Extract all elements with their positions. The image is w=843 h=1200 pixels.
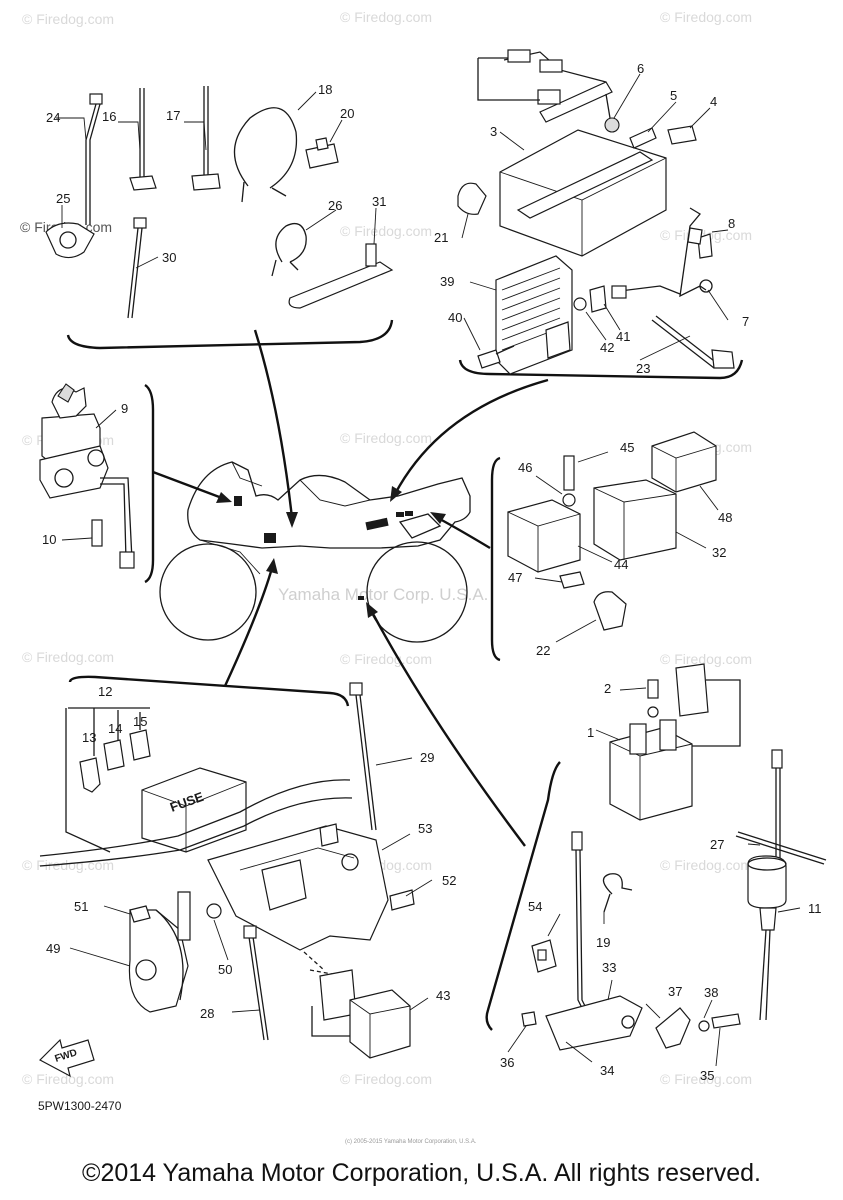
callout-43: 43 bbox=[436, 988, 450, 1003]
callout-10: 10 bbox=[42, 532, 56, 547]
watermark: © Firedog.com bbox=[22, 11, 114, 27]
callout-17: 17 bbox=[166, 108, 180, 123]
callout-30: 30 bbox=[162, 250, 176, 265]
watermark: © Firedog.com bbox=[660, 9, 752, 25]
callout-27: 27 bbox=[710, 837, 724, 852]
callout-22: 22 bbox=[536, 643, 550, 658]
callout-7: 7 bbox=[742, 314, 749, 329]
top-left-group bbox=[45, 86, 394, 319]
watermark: © Firedog.com bbox=[340, 430, 432, 446]
relay-group bbox=[507, 431, 719, 643]
callout-3: 3 bbox=[490, 124, 497, 139]
callout-25: 25 bbox=[56, 191, 70, 206]
callout-52: 52 bbox=[442, 873, 456, 888]
callout-49: 49 bbox=[46, 941, 60, 956]
watermark: © Firedog.com bbox=[660, 651, 752, 667]
watermark: © Firedog.com bbox=[660, 857, 752, 873]
callout-53: 53 bbox=[418, 821, 432, 836]
copyright-notice: ©2014 Yamaha Motor Corporation, U.S.A. A… bbox=[82, 1159, 761, 1187]
callout-26: 26 bbox=[328, 198, 342, 213]
callout-28: 28 bbox=[200, 1006, 214, 1021]
callout-33: 33 bbox=[602, 960, 616, 975]
callout-32: 32 bbox=[712, 545, 726, 560]
bottom-right-group bbox=[507, 749, 827, 1067]
fwd-arrow: FWD bbox=[39, 1038, 95, 1078]
watermark: © Firedog.com bbox=[22, 649, 114, 665]
callout-13: 13 bbox=[82, 730, 96, 745]
callout-5: 5 bbox=[670, 88, 677, 103]
callout-42: 42 bbox=[600, 340, 614, 355]
callout-4: 4 bbox=[710, 94, 717, 109]
top-right-group bbox=[457, 49, 735, 375]
callout-44: 44 bbox=[614, 557, 628, 572]
callout-31: 31 bbox=[372, 194, 386, 209]
callout-50: 50 bbox=[218, 962, 232, 977]
watermark: © Firedog.com bbox=[22, 857, 114, 873]
fuse-group: FUSE bbox=[39, 682, 413, 867]
watermark: © Firedog.com bbox=[340, 651, 432, 667]
diagram-code: 5PW1300-2470 bbox=[38, 1099, 122, 1113]
callout-2: 2 bbox=[604, 681, 611, 696]
watermark: © Firedog.com bbox=[340, 9, 432, 25]
callout-46: 46 bbox=[518, 460, 532, 475]
callout-18: 18 bbox=[318, 82, 332, 97]
callout-15: 15 bbox=[133, 714, 147, 729]
callout-40: 40 bbox=[448, 310, 462, 325]
callout-29: 29 bbox=[420, 750, 434, 765]
callout-numbers: 1 2 3 4 5 6 7 8 9 10 11 12 13 14 15 16 1… bbox=[42, 61, 822, 1083]
callout-37: 37 bbox=[668, 984, 682, 999]
callout-6: 6 bbox=[637, 61, 644, 76]
callout-38: 38 bbox=[704, 985, 718, 1000]
callout-34: 34 bbox=[600, 1063, 614, 1078]
callout-36: 36 bbox=[500, 1055, 514, 1070]
small-print: (c) 2005-2015 Yamaha Motor Corporation, … bbox=[345, 1139, 477, 1145]
callout-35: 35 bbox=[700, 1068, 714, 1083]
watermark: © Firedog.com bbox=[340, 1071, 432, 1087]
callout-45: 45 bbox=[620, 440, 634, 455]
callout-54: 54 bbox=[528, 899, 542, 914]
callout-19: 19 bbox=[596, 935, 610, 950]
motorcycle-outline bbox=[159, 461, 471, 643]
tie-head-24 bbox=[89, 93, 103, 105]
callout-23: 23 bbox=[636, 361, 650, 376]
callout-1: 1 bbox=[587, 725, 594, 740]
callout-21: 21 bbox=[434, 230, 448, 245]
callout-51: 51 bbox=[74, 899, 88, 914]
watermark: © Firedog.com bbox=[340, 223, 432, 239]
center-watermark: Yamaha Motor Corp. U.S.A. bbox=[278, 585, 488, 604]
callout-47: 47 bbox=[508, 570, 522, 585]
callout-39: 39 bbox=[440, 274, 454, 289]
callout-48: 48 bbox=[718, 510, 732, 525]
watermark-layer: © Firedog.com © Firedog.com © Firedog.co… bbox=[20, 9, 752, 1087]
callout-41: 41 bbox=[616, 329, 630, 344]
horn-bracket-group bbox=[69, 823, 433, 1059]
callout-14: 14 bbox=[108, 721, 122, 736]
callout-24: 24 bbox=[46, 110, 60, 125]
callout-12: 12 bbox=[98, 684, 112, 699]
group-brackets bbox=[66, 319, 744, 1031]
callout-16: 16 bbox=[102, 109, 116, 124]
pointer-arrows bbox=[152, 329, 549, 847]
main-switch-group bbox=[39, 383, 135, 569]
callout-8: 8 bbox=[728, 216, 735, 231]
callout-9: 9 bbox=[121, 401, 128, 416]
callout-11: 11 bbox=[808, 901, 822, 916]
watermark: © Firedog.com bbox=[22, 1071, 114, 1087]
watermark: © Firedog.com bbox=[660, 1071, 752, 1087]
callout-20: 20 bbox=[340, 106, 354, 121]
starter-relay-group bbox=[595, 663, 741, 821]
